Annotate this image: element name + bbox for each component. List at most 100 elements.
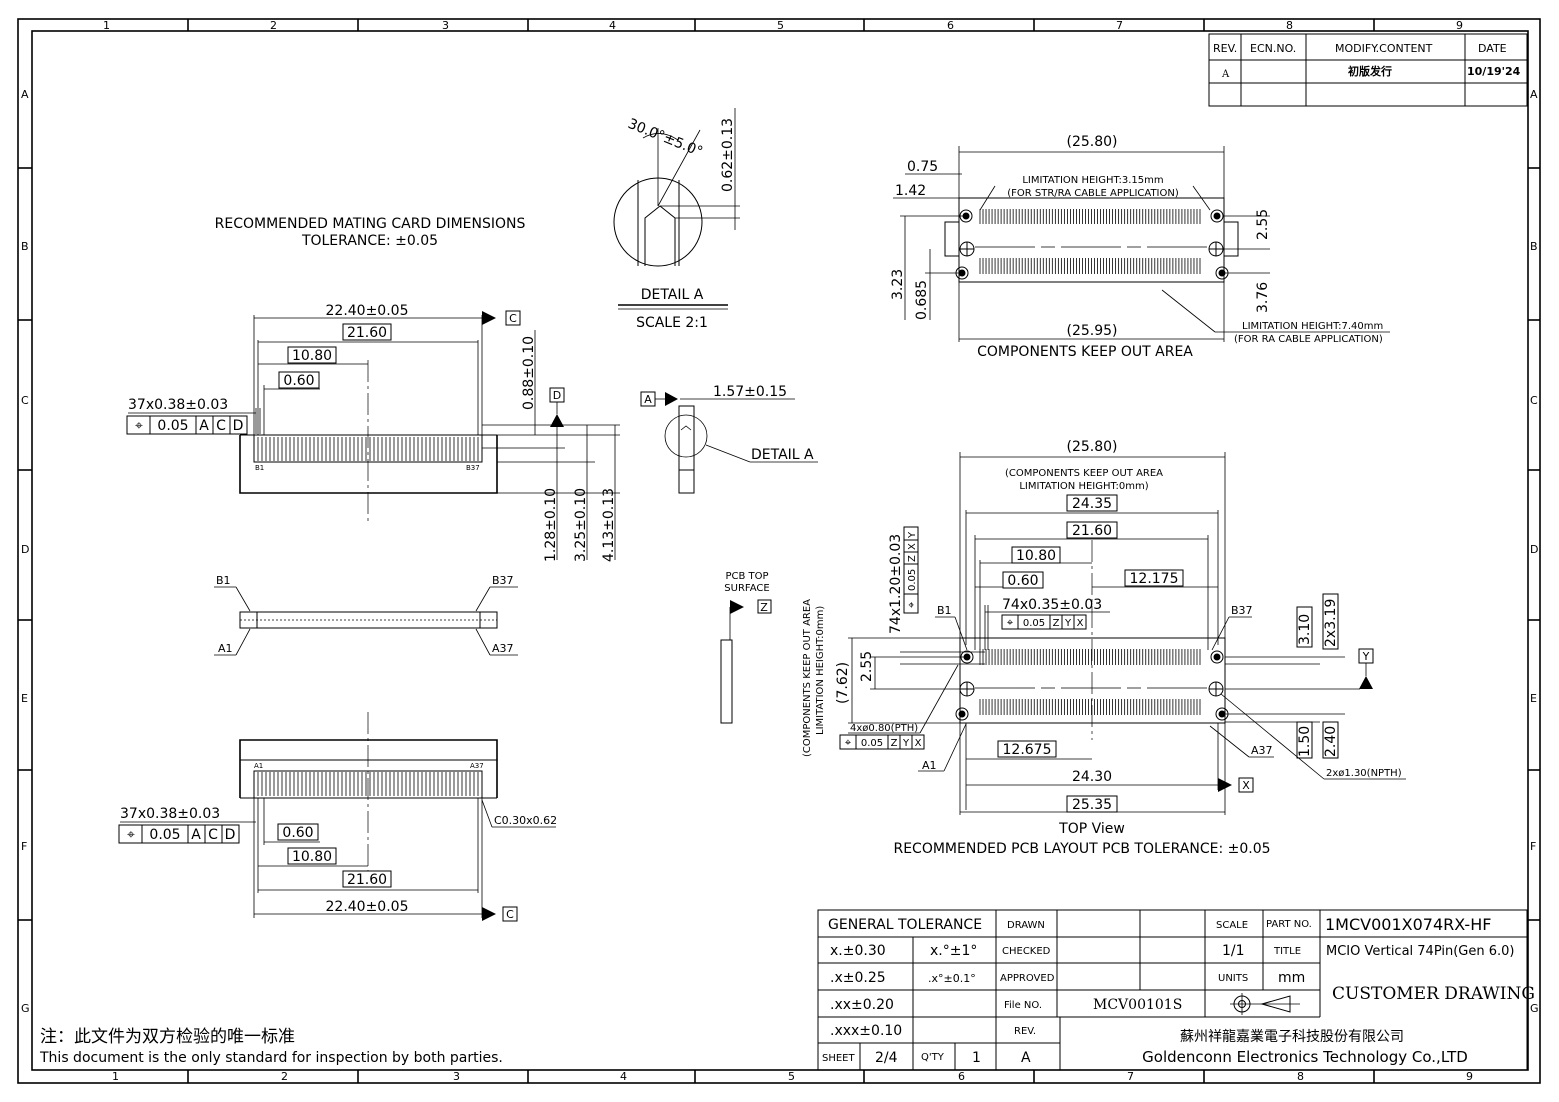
dim-413: 4.13±0.13 xyxy=(601,488,617,562)
detail-callout: DETAIL A xyxy=(751,447,814,463)
col-5-top: 5 xyxy=(777,19,784,32)
inner-width-dim: 21.60 xyxy=(347,325,387,341)
pth-ref-y: Y xyxy=(902,738,910,749)
datum-z: Z xyxy=(760,601,768,614)
row-d-left: D xyxy=(21,543,29,556)
pcb-pad-ref-z: Z xyxy=(907,555,918,562)
side-a1: A1 xyxy=(218,642,233,655)
pcb-dim-12675: 12.675 xyxy=(1003,742,1052,758)
title-value: MCIO Vertical 74Pin(Gen 6.0) xyxy=(1326,944,1515,959)
half-width-dim: 10.80 xyxy=(292,348,332,364)
bottom-pin-a37: A37 xyxy=(470,762,484,770)
tol-angle-xx: .x°±0.1° xyxy=(928,972,976,985)
pcb-datum-x: X xyxy=(1242,779,1250,792)
pitch-label: 37x0.38±0.03 xyxy=(128,397,228,413)
side-a37: A37 xyxy=(492,642,514,655)
units-value: mm xyxy=(1278,970,1305,986)
pcb-dim-2535: 25.35 xyxy=(1072,797,1112,813)
col-8-bottom: 8 xyxy=(1297,1070,1304,1083)
npth-label: 2xø1.30(NPTH) xyxy=(1326,768,1402,779)
checked-label: CHECKED xyxy=(1002,946,1051,957)
row-d-right: D xyxy=(1530,543,1538,556)
side-b37: B37 xyxy=(492,574,514,587)
zone-labels: 1 2 3 4 5 6 7 8 9 1 2 3 4 5 6 7 8 9 A B … xyxy=(21,19,1539,1083)
pitch-fcf-ref-a: A xyxy=(199,418,209,434)
bottom-inner-width-dim: 21.60 xyxy=(347,872,387,888)
title-label: TITLE xyxy=(1273,946,1301,957)
col-2-bottom: 2 xyxy=(281,1070,288,1083)
col-4-bottom: 4 xyxy=(620,1070,627,1083)
row-b-left: B xyxy=(21,240,29,253)
bottom-offset-dim: 0.60 xyxy=(282,825,313,841)
company-en: Goldenconn Electronics Technology Co.,LT… xyxy=(1142,1048,1468,1066)
bottom-half-width-dim: 10.80 xyxy=(292,849,332,865)
row-e-right: E xyxy=(1530,692,1537,705)
sheet-label: SHEET xyxy=(822,1053,856,1064)
bottom-pitch-fcf: ⌖ 0.05 A C D xyxy=(118,824,240,844)
sheet-value: 2/4 xyxy=(875,1050,898,1066)
mating-card-tolerance: TOLERANCE: ±0.05 xyxy=(301,233,438,249)
keepout-view: (25.80) 0.75 1.42 LIMITATION HEIGHT:3.15… xyxy=(890,134,1390,360)
pcb-side-keep-1: (COMPONENTS KEEP OUT AREA xyxy=(802,599,813,757)
company-cn: 蘇州祥龍嘉業電子科技股份有限公司 xyxy=(1180,1028,1404,1045)
keepout-dim-255: 2.55 xyxy=(1255,209,1271,240)
rev-value: A xyxy=(1021,1050,1031,1066)
col-3-bottom: 3 xyxy=(453,1070,460,1083)
pcb-side-keep-2: LIMITATION HEIGHT:0mm) xyxy=(815,606,826,735)
top-pin-b37: B37 xyxy=(466,464,480,472)
pth-ref-z: Z xyxy=(891,738,898,749)
detail-dim-062: 0.62±0.13 xyxy=(720,118,736,192)
side-b1: B1 xyxy=(216,574,231,587)
col-9-top: 9 xyxy=(1456,19,1463,32)
pcb-pitch-label: 74x0.35±0.03 xyxy=(1002,597,1102,613)
col-6-top: 6 xyxy=(947,19,954,32)
row-f-left: F xyxy=(21,840,27,853)
col-4-top: 4 xyxy=(609,19,616,32)
pitch-fcf-value: 0.05 xyxy=(157,418,188,434)
pcb-dim-2160: 21.60 xyxy=(1072,523,1112,539)
file-no-value: MCV00101S xyxy=(1093,997,1182,1013)
pcb-dim-2430: 24.30 xyxy=(1072,769,1112,785)
pth-fcf-icon: ⌖ xyxy=(845,736,851,749)
tol-angle-x: x.°±1° xyxy=(930,943,977,959)
mating-card-view: RECOMMENDED MATING CARD DIMENSIONS TOLER… xyxy=(118,216,620,922)
col-1-top: 1 xyxy=(103,19,110,32)
tol-x: x.±0.30 xyxy=(830,943,886,959)
col-8-top: 8 xyxy=(1286,19,1293,32)
date-header: DATE xyxy=(1478,42,1507,55)
row-g-right: G xyxy=(1530,1002,1539,1015)
tol-xxxx: .xxx±0.10 xyxy=(830,1023,902,1039)
note-en: This document is the only standard for i… xyxy=(39,1050,503,1066)
outer-frame xyxy=(17,18,1541,1084)
dim-128: 1.28±0.10 xyxy=(543,488,559,562)
pcb-pin-b1: B1 xyxy=(937,604,952,617)
bottom-fcf-ref-a: A xyxy=(191,827,201,843)
detail-a-scale: SCALE 2:1 xyxy=(636,315,708,331)
pth-label: 4xø0.80(PTH) xyxy=(850,723,918,734)
row-a-left: A xyxy=(21,88,29,101)
pcb-pad-ref-x: X xyxy=(907,543,918,550)
part-no-label: PART NO. xyxy=(1266,919,1312,930)
pcb-pad-label: 74x1.20±0.03 xyxy=(888,534,904,634)
pth-fcf-value: 0.05 xyxy=(861,738,883,749)
date-cell: 10/19'24 xyxy=(1467,65,1521,78)
datum-c-top: C xyxy=(509,312,517,325)
keepout-dim-0685: 0.685 xyxy=(914,280,930,320)
keepout-width-bottom: (25.95) xyxy=(1066,323,1117,339)
pcb-dim-12175: 12.175 xyxy=(1130,571,1179,587)
limit-top-1: LIMITATION HEIGHT:3.15mm xyxy=(1022,175,1163,186)
row-c-right: C xyxy=(1530,394,1538,407)
dim-088: 0.88±0.10 xyxy=(521,336,537,410)
limit-bottom-2: (FOR RA CABLE APPLICATION) xyxy=(1234,334,1383,345)
approved-label: APPROVED xyxy=(1000,973,1055,984)
pcb-dim-255: 2.55 xyxy=(859,651,875,682)
pcb-layout-view: (25.80) (COMPONENTS KEEP OUT AREA LIMITA… xyxy=(802,439,1406,857)
pcb-pad-fcf: ⌖ 0.05 Z X Y xyxy=(903,526,919,614)
col-7-bottom: 7 xyxy=(1127,1070,1134,1083)
pcb-keep-1: (COMPONENTS KEEP OUT AREA xyxy=(1005,468,1163,479)
qty-value: 1 xyxy=(972,1050,981,1066)
pcb-pitch-ref-z: Z xyxy=(1053,618,1060,629)
pcb-dim-2435: 24.35 xyxy=(1072,496,1112,512)
mating-card-title: RECOMMENDED MATING CARD DIMENSIONS xyxy=(215,216,526,232)
pad-offset-dim: 0.60 xyxy=(283,373,314,389)
